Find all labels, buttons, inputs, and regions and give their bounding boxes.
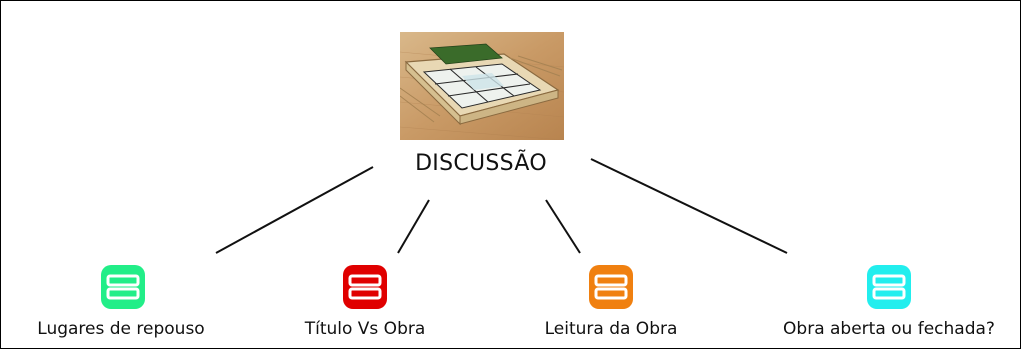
branch-label-lugares-de-repouso[interactable]: Lugares de repouso	[37, 319, 205, 339]
connector-line-2	[397, 199, 430, 254]
note-list-icon[interactable]	[99, 263, 147, 311]
connector-line-3	[545, 199, 581, 254]
branch-label-titulo-vs-obra[interactable]: Título Vs Obra	[304, 319, 426, 339]
branch-label-obra-aberta-ou-fechada[interactable]: Obra aberta ou fechada?	[783, 319, 995, 339]
wooden-platform-sculpture-photo	[400, 32, 564, 140]
connector-line-1	[215, 166, 374, 254]
note-list-icon[interactable]	[341, 263, 389, 311]
note-list-icon[interactable]	[587, 263, 635, 311]
note-list-icon[interactable]	[865, 263, 913, 311]
connector-line-4	[590, 158, 788, 254]
central-topic-title: DISCUSSÃO	[415, 151, 547, 176]
branch-label-leitura-da-obra[interactable]: Leitura da Obra	[544, 319, 678, 339]
